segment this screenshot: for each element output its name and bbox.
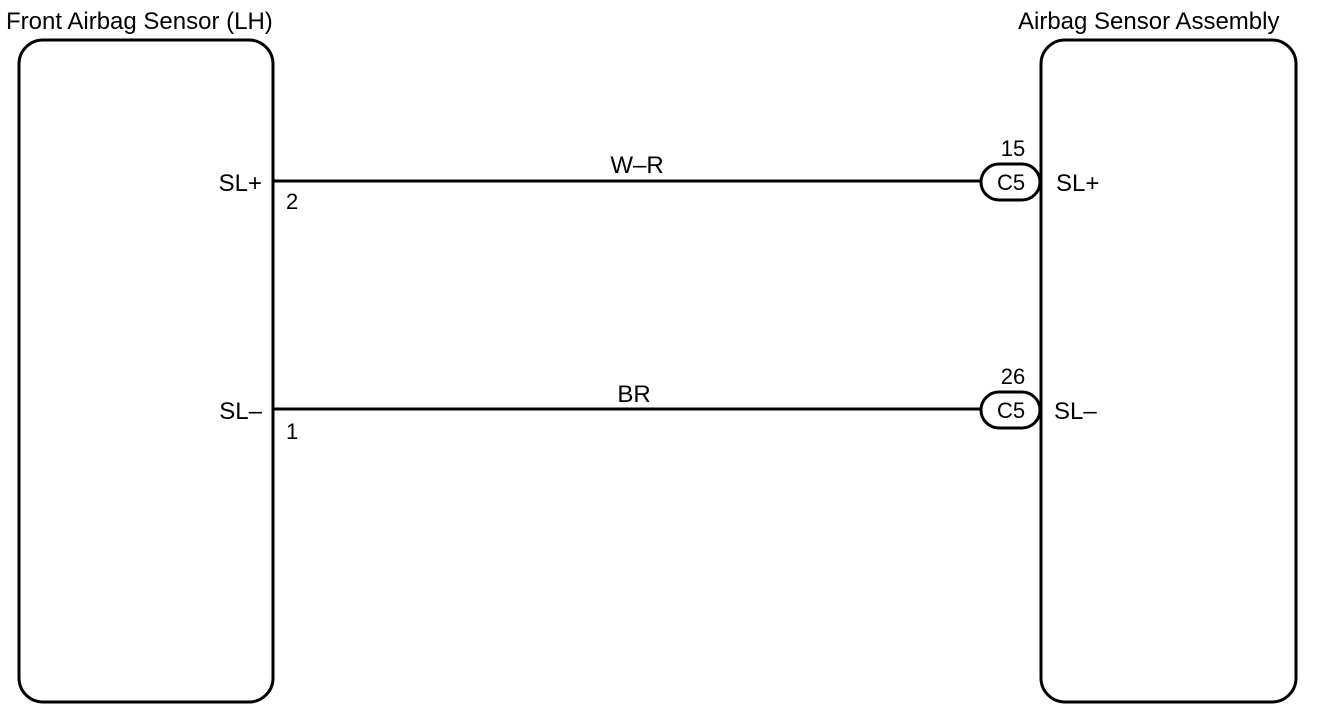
connector-oval <box>979 390 1042 430</box>
circuit-sl-plus: SL+ 2 W–R 15 C5 SL+ <box>219 136 1100 214</box>
left-terminal-label: SL– <box>219 398 262 425</box>
left-pin-number: 2 <box>286 189 298 214</box>
right-terminal-label: SL+ <box>1056 170 1099 197</box>
left-terminal-label: SL+ <box>219 170 262 197</box>
wire-color-label: BR <box>617 381 650 408</box>
left-component-title: Front Airbag Sensor (LH) <box>6 8 273 35</box>
right-terminal-label: SL– <box>1054 398 1097 425</box>
left-pin-number: 1 <box>286 419 298 444</box>
connector-pin-number: 15 <box>1001 136 1025 161</box>
front-airbag-sensor-lh: Front Airbag Sensor (LH) <box>6 8 275 704</box>
circuit-sl-minus: SL– 1 BR 26 C5 SL– <box>219 364 1097 444</box>
right-component-title: Airbag Sensor Assembly <box>1018 8 1279 35</box>
connector-pin-number: 26 <box>1001 364 1025 389</box>
airbag-sensor-assembly: Airbag Sensor Assembly <box>1018 8 1298 704</box>
connector-label: C5 <box>997 398 1025 423</box>
connector-label: C5 <box>997 170 1025 195</box>
wire-color-label: W–R <box>610 152 663 179</box>
left-component-box <box>17 38 275 704</box>
right-component-box <box>1039 38 1298 704</box>
connector-oval <box>979 162 1042 202</box>
